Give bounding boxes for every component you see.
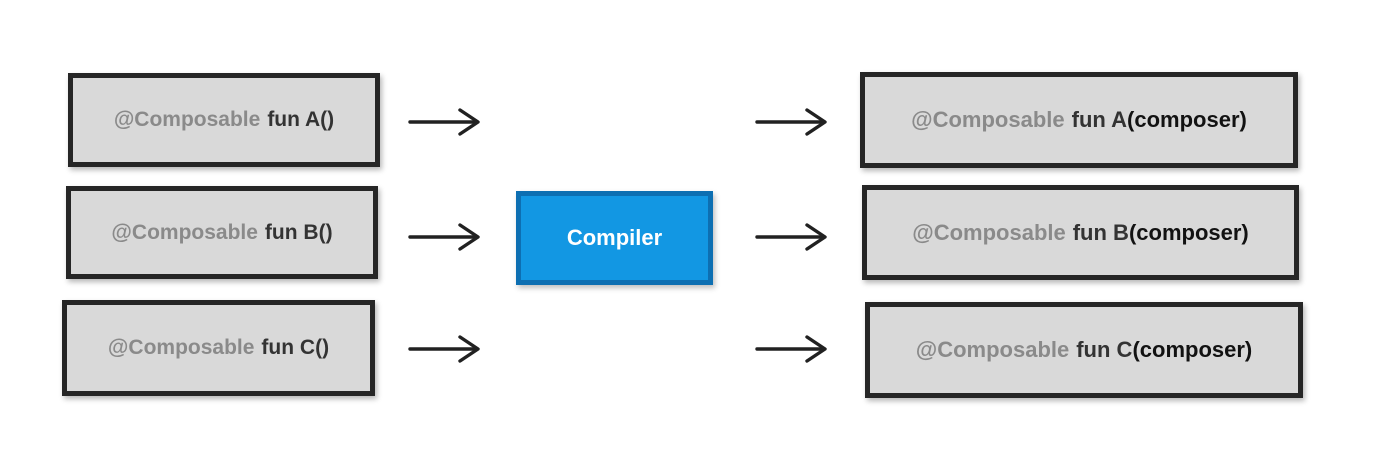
source-box-fun-c: @Composable fun C() bbox=[62, 300, 375, 396]
output-box-fun-c-composer: @Composable fun C(composer) bbox=[865, 302, 1303, 398]
composer-param: (composer) bbox=[1128, 219, 1249, 245]
composer-param: (composer) bbox=[1127, 107, 1247, 132]
function-signature: fun A() bbox=[267, 108, 335, 131]
function-signature: fun C bbox=[1076, 337, 1133, 362]
function-signature: fun B() bbox=[264, 220, 333, 244]
output-box-fun-a-composer: @Composable fun A(composer) bbox=[860, 72, 1298, 168]
composable-annotation: @Composable bbox=[111, 220, 258, 244]
arrow-right-icon bbox=[408, 335, 480, 363]
composable-annotation: @Composable bbox=[912, 219, 1066, 245]
compiler-box: Compiler bbox=[516, 191, 713, 285]
arrow-right-icon bbox=[755, 223, 827, 251]
arrow-right-icon bbox=[755, 108, 827, 136]
output-box-fun-b-composer: @Composable fun B(composer) bbox=[862, 185, 1299, 280]
composer-param: (composer) bbox=[1132, 337, 1253, 362]
function-signature: fun A bbox=[1071, 107, 1128, 132]
function-signature: fun B bbox=[1072, 219, 1129, 245]
composable-annotation: @Composable bbox=[911, 107, 1065, 132]
compiler-label: Compiler bbox=[566, 225, 663, 250]
composable-annotation: @Composable bbox=[113, 108, 261, 131]
arrow-right-icon bbox=[755, 335, 827, 363]
composable-annotation: @Composable bbox=[107, 336, 255, 359]
arrow-right-icon bbox=[408, 108, 480, 136]
function-signature: fun C() bbox=[261, 336, 330, 359]
source-box-fun-a: @Composable fun A() bbox=[68, 73, 380, 167]
composable-annotation: @Composable bbox=[915, 337, 1070, 362]
source-box-fun-b: @Composable fun B() bbox=[66, 186, 378, 279]
arrow-right-icon bbox=[408, 223, 480, 251]
